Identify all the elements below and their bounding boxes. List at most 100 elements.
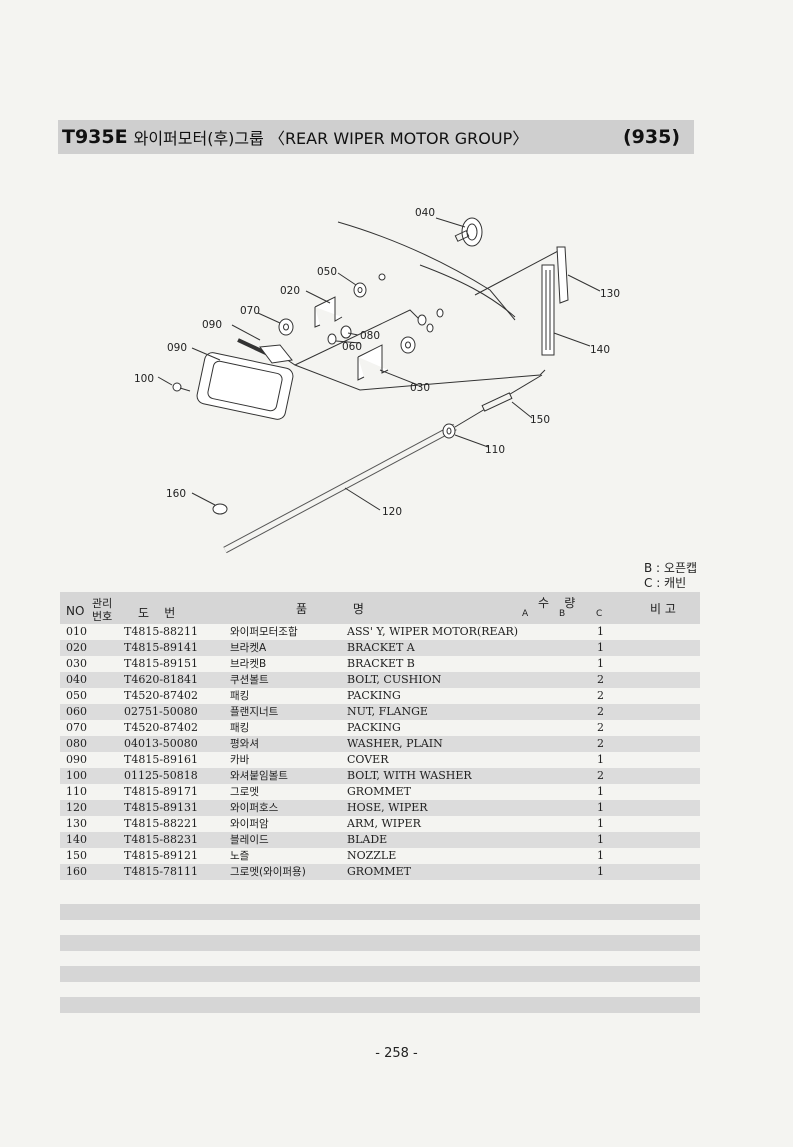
row-no: 100	[66, 769, 87, 782]
row-part-number: T4815-89121	[124, 849, 199, 862]
row-name-kr: 그로멧(와이퍼용)	[230, 866, 306, 878]
row-no: 110	[66, 785, 87, 798]
row-part-number: 04013-50080	[124, 737, 198, 750]
row-part-number: T4815-89131	[124, 801, 199, 814]
header-qty-c: C	[596, 609, 603, 619]
callout-150: 150	[530, 414, 550, 426]
row-name-kr: 와이퍼호스	[230, 802, 279, 814]
row-no: 050	[66, 689, 87, 702]
row-no: 030	[66, 657, 87, 670]
row-part-number: T4815-89141	[124, 641, 199, 654]
row-name-kr: 와이퍼암	[230, 818, 269, 830]
row-no: 020	[66, 641, 87, 654]
row-name-en: GROMMET	[347, 785, 411, 798]
row-qty: 1	[597, 833, 604, 846]
row-no: 010	[66, 625, 87, 638]
callout-140: 140	[590, 344, 610, 356]
row-name-kr: 카바	[230, 754, 250, 766]
row-qty: 2	[597, 721, 604, 734]
row-name-en: BRACKET B	[347, 657, 415, 670]
row-qty: 2	[597, 737, 604, 750]
page-number: - 258 -	[375, 1046, 418, 1061]
callout-090-top: 090	[202, 319, 222, 331]
row-name-kr: 패킹	[230, 690, 250, 702]
row-qty: 1	[597, 817, 604, 830]
row-name-en: GROMMET	[347, 865, 411, 878]
row-qty: 1	[597, 785, 604, 798]
row-qty: 2	[597, 673, 604, 686]
callout-110: 110	[485, 444, 505, 456]
row-name-kr: 패킹	[230, 722, 250, 734]
row-part-number: T4815-88211	[124, 625, 199, 638]
row-name-kr: 와이퍼모터조합	[230, 626, 298, 638]
empty-row-stripe	[60, 966, 700, 982]
row-part-number: T4815-89151	[124, 657, 199, 670]
row-name-en: NOZZLE	[347, 849, 397, 862]
row-name-kr: 브라켓B	[230, 658, 267, 670]
row-no: 070	[66, 721, 87, 734]
header-part-name: 품 명	[296, 602, 364, 616]
callout-100: 100	[134, 373, 154, 385]
row-name-kr: 쿠션볼트	[230, 674, 269, 686]
row-qty: 1	[597, 753, 604, 766]
group-title-bar: T935E 와이퍼모터(후)그룹 〈REAR WIPER MOTOR GROUP…	[58, 120, 694, 154]
legend-open-cab: B : 오픈캡	[644, 561, 698, 575]
row-no: 130	[66, 817, 87, 830]
empty-row-stripe	[60, 997, 700, 1013]
row-part-number: T4815-89171	[124, 785, 199, 798]
empty-row-stripe	[60, 904, 700, 920]
row-qty: 1	[597, 641, 604, 654]
callout-090: 090	[167, 342, 187, 354]
callout-080: 080	[360, 330, 380, 342]
row-no: 160	[66, 865, 87, 878]
row-part-number: T4815-88231	[124, 833, 199, 846]
row-no: 090	[66, 753, 87, 766]
row-name-kr: 그로멧	[230, 786, 259, 798]
row-qty: 2	[597, 705, 604, 718]
group-code: T935E	[62, 126, 128, 148]
table-row: 110 T4815-89171 그로멧 GROMMET 1	[60, 784, 700, 800]
row-name-en: BOLT, WITH WASHER	[347, 769, 472, 782]
callout-120: 120	[382, 506, 402, 518]
row-name-kr: 브라켓A	[230, 642, 267, 654]
row-name-en: PACKING	[347, 721, 401, 734]
row-part-number: T4815-78111	[124, 865, 199, 878]
parts-table-header: NO 관리 번호 도 번 품 명 수 량 A B C 비 고	[60, 592, 700, 624]
header-drawing-no: 도 번	[138, 606, 176, 620]
row-no: 040	[66, 673, 87, 686]
row-part-number: T4520-87402	[124, 721, 199, 734]
header-no: NO	[66, 604, 85, 618]
row-name-en: PACKING	[347, 689, 401, 702]
callout-070: 070	[240, 305, 260, 317]
row-qty: 1	[597, 625, 604, 638]
header-qty-b: B	[559, 609, 566, 619]
row-no: 060	[66, 705, 87, 718]
header-mgmt-top: 관리	[92, 597, 113, 610]
row-qty: 1	[597, 801, 604, 814]
parts-diagram: 040 050 020 070 090 060 080 090 100 030 …	[134, 207, 620, 554]
row-qty: 1	[597, 849, 604, 862]
header-quantity: 수 량	[538, 596, 576, 610]
header-mgmt-bottom: 번호	[92, 610, 113, 623]
row-name-en: COVER	[347, 753, 389, 766]
row-name-en: WASHER, PLAIN	[347, 737, 443, 750]
callout-160: 160	[166, 488, 186, 500]
callout-030: 030	[410, 382, 430, 394]
callout-040: 040	[415, 207, 435, 219]
callout-020: 020	[280, 285, 300, 297]
row-name-kr: 와셔붙임볼트	[230, 770, 288, 782]
row-no: 140	[66, 833, 87, 846]
row-name-kr: 노즐	[230, 850, 250, 862]
